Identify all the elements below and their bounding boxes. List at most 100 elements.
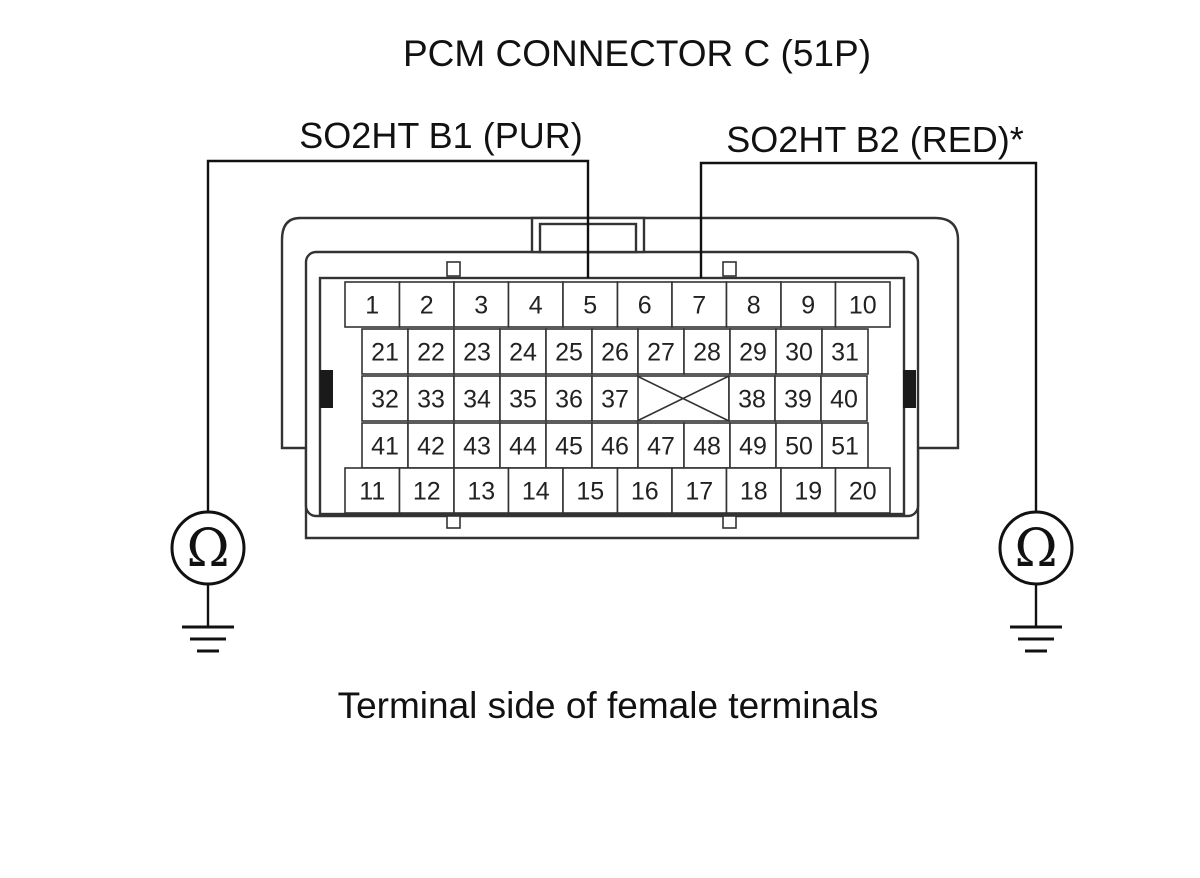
terminal-number: 50 [785,433,813,461]
terminal-29: 29 [729,328,777,375]
terminal-number: 17 [685,478,713,506]
terminal-number: 9 [801,292,815,320]
terminal-number: 23 [463,339,491,367]
terminal-41: 41 [361,422,409,469]
terminal-box [453,467,510,514]
terminal-23: 23 [453,328,501,375]
terminal-31: 31 [821,328,869,375]
terminal-number: 36 [555,386,583,414]
terminal-box [545,422,593,469]
terminal-number: 16 [631,478,659,506]
terminal-box [507,467,564,514]
terminal-48: 48 [683,422,731,469]
terminal-box [834,467,891,514]
terminal-4: 4 [507,281,564,328]
terminal-box [683,328,731,375]
terminal-number: 2 [420,292,434,320]
terminal-box [507,281,564,328]
terminal-box [407,422,455,469]
terminal-11: 11 [344,467,401,514]
terminal-box [499,328,547,375]
terminal-box [671,467,728,514]
terminal-number: 21 [371,339,399,367]
terminal-number: 43 [463,433,491,461]
terminal-number: 40 [830,386,858,414]
terminal-39: 39 [774,375,822,422]
terminal-number: 19 [794,478,822,506]
terminal-51: 51 [821,422,869,469]
terminal-8: 8 [725,281,782,328]
terminal-box [637,328,685,375]
terminal-number: 38 [738,386,766,414]
terminal-40: 40 [820,375,868,422]
terminal-box [407,328,455,375]
terminal-number: 7 [692,292,706,320]
terminal-number: 31 [831,339,859,367]
ohmmeter-left: Ω [170,510,246,653]
lock-bar-right [903,370,916,408]
terminal-box [344,467,401,514]
terminal-7: 7 [671,281,728,328]
ohmmeter-right: Ω [998,510,1074,653]
terminal-box [780,281,837,328]
terminal-number: 51 [831,433,859,461]
terminal-14: 14 [507,467,564,514]
terminal-number: 44 [509,433,537,461]
terminal-number: 37 [601,386,629,414]
terminal-3: 3 [453,281,510,328]
wire-label-b1: SO2HT B1 (PUR) [299,115,582,156]
terminal-42: 42 [407,422,455,469]
terminal-box [729,328,777,375]
terminal-number: 45 [555,433,583,461]
terminal-box [820,375,868,422]
terminal-box [562,467,619,514]
terminal-box [775,328,823,375]
terminal-21: 21 [361,328,409,375]
key-tab-bottom-left [446,515,461,529]
terminal-box [725,281,782,328]
terminal-number: 28 [693,339,721,367]
lock-bar-left [320,370,333,408]
terminal-43: 43 [453,422,501,469]
terminal-26: 26 [591,328,639,375]
terminal-24: 24 [499,328,547,375]
terminal-number: 41 [371,433,399,461]
ohm-symbol-right: Ω [1014,519,1057,579]
diagram-title: PCM CONNECTOR C (51P) [403,33,871,74]
terminal-number: 49 [739,433,767,461]
terminal-18: 18 [725,467,782,514]
terminal-number: 42 [417,433,445,461]
terminal-15: 15 [562,467,619,514]
terminal-12: 12 [398,467,455,514]
terminal-32: 32 [361,375,409,422]
ground-right-icon [1010,625,1062,653]
terminal-number: 13 [467,478,495,506]
blank-cavity-cross [636,375,730,422]
terminal-box [729,422,777,469]
terminal-9: 9 [780,281,837,328]
terminal-number: 1 [365,292,379,320]
terminal-box [361,375,409,422]
terminal-number: 25 [555,339,583,367]
ohm-symbol-left: Ω [186,519,229,579]
terminal-45: 45 [545,422,593,469]
terminal-28: 28 [683,328,731,375]
terminal-49: 49 [729,422,777,469]
diagram-caption: Terminal side of female terminals [338,685,879,726]
terminal-50: 50 [775,422,823,469]
terminal-33: 33 [407,375,455,422]
terminal-box [821,422,869,469]
terminal-box [637,422,685,469]
ground-left-icon [182,625,234,653]
terminal-number: 18 [740,478,768,506]
terminal-number: 22 [417,339,445,367]
terminal-5: 5 [562,281,619,328]
terminal-19: 19 [780,467,837,514]
terminal-16: 16 [616,467,673,514]
terminal-44: 44 [499,422,547,469]
terminal-number: 12 [413,478,441,506]
terminal-2: 2 [398,281,455,328]
terminal-box [361,328,409,375]
terminal-number: 47 [647,433,675,461]
